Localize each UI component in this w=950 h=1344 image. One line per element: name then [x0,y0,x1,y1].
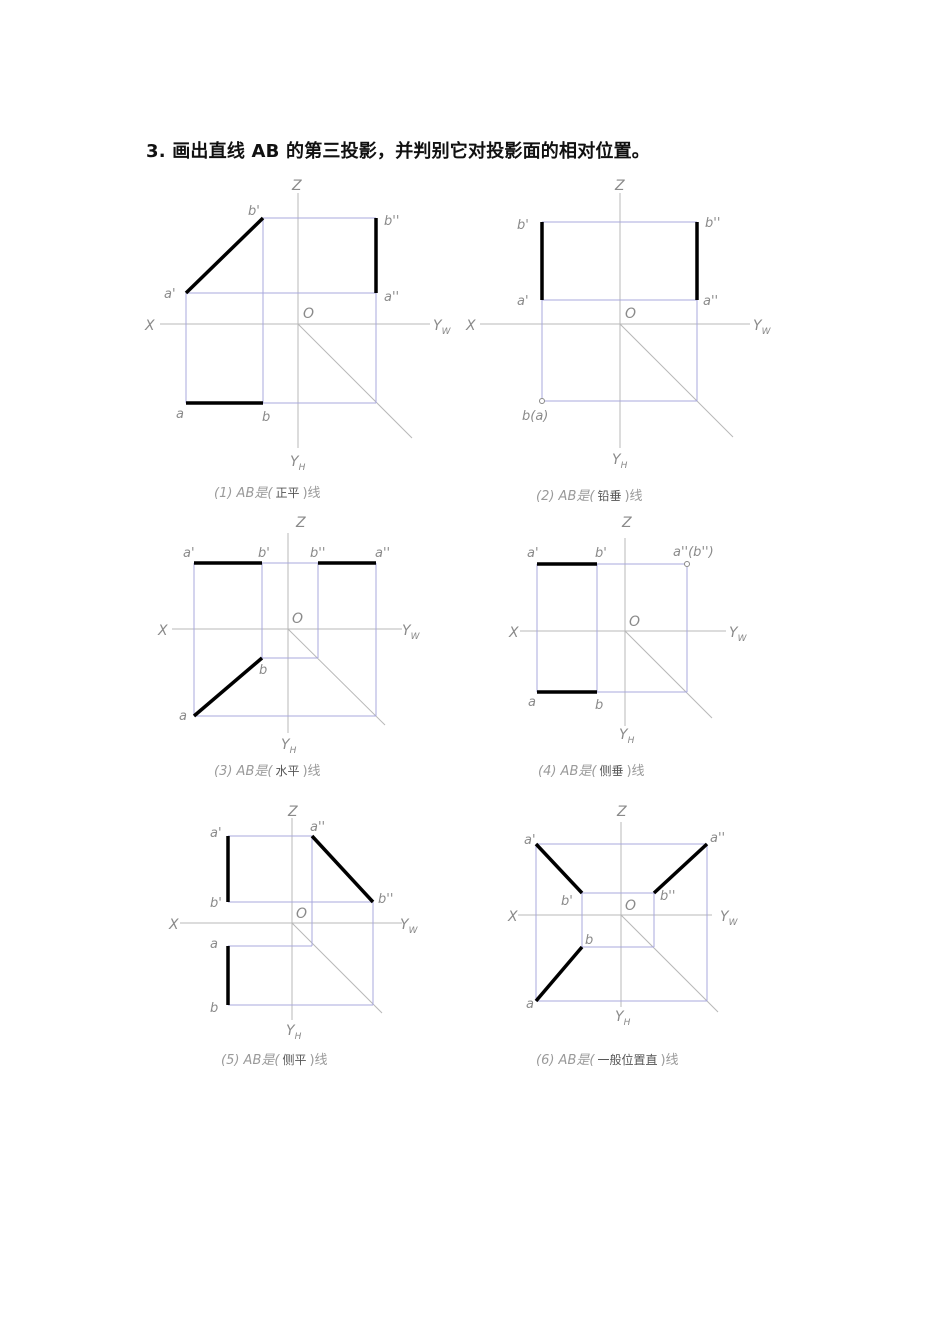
svg-text:Z: Z [295,515,306,531]
line-ab-top [192,656,264,718]
svg-text:b(a): b(a) [522,409,548,424]
caption-6: (6) AB是(一般位置直)线 [536,1052,679,1068]
svg-text:a: a [528,695,536,710]
svg-text:YW: YW [400,917,419,936]
svg-text:b: b [259,663,267,678]
svg-text:YW: YW [753,318,772,337]
caption-3: (3) AB是(水平)线 [214,764,321,779]
svg-text:X: X [144,318,155,334]
svg-text:YW: YW [402,623,421,642]
svg-text:O: O [625,898,636,914]
diagram-4: Z X YW O YH a' b' a''(b'') a b (4) AB是(侧… [508,515,748,779]
svg-text:YW: YW [729,625,748,644]
svg-text:O: O [296,906,307,922]
svg-text:YH: YH [619,727,635,746]
problem-title: 3. 画出直线 AB 的第三投影，并判别它对投影面的相对位置。 [146,141,651,162]
svg-text:O: O [629,614,640,630]
caption-4: (4) AB是(侧垂)线 [538,764,645,779]
svg-text:b': b' [258,546,270,561]
svg-text:a': a' [183,546,195,561]
svg-text:a': a' [524,833,536,848]
svg-text:a: a [176,407,184,422]
diagram-1: Z X YW O YH b' a' b'' a'' a b (1) AB是(正平… [144,178,452,501]
svg-text:YW: YW [433,318,452,337]
svg-text:YW: YW [720,909,739,928]
svg-text:b: b [210,1001,218,1016]
svg-text:O: O [625,306,636,322]
svg-text:a'': a'' [375,546,390,561]
svg-text:b: b [262,410,270,425]
svg-text:a': a' [164,287,176,302]
svg-text:a: a [210,937,218,952]
svg-text:YH: YH [290,454,306,473]
diagram-2: Z X YW O YH b' a' b'' a'' b(a) (2) AB是(铅… [465,178,772,504]
svg-text:YH: YH [612,452,628,471]
svg-text:a: a [179,709,187,724]
svg-text:b': b' [248,204,260,219]
svg-text:Z: Z [287,804,298,820]
line-ab-front [184,216,265,295]
svg-text:b'': b'' [705,216,720,231]
svg-text:a': a' [517,294,529,309]
svg-text:b'': b'' [378,892,393,907]
diagram-6: Z X YW O YH a' b' a'' b'' b a (6) AB是(一般… [507,804,739,1068]
svg-text:X: X [507,909,518,925]
svg-text:YH: YH [615,1009,631,1028]
svg-text:X: X [465,318,476,334]
svg-text:b'': b'' [660,889,675,904]
svg-text:X: X [157,623,168,639]
line-ab-side [652,842,709,895]
svg-text:b': b' [561,894,573,909]
svg-text:b': b' [595,546,607,561]
svg-text:a'': a'' [310,820,325,835]
svg-text:Z: Z [291,178,302,194]
diagram-3: Z X YW O YH a' b' b'' a'' b a (3) AB是(水平… [157,515,421,779]
svg-text:O: O [303,306,314,322]
svg-text:a': a' [527,546,539,561]
svg-text:b': b' [210,896,222,911]
svg-text:a'': a'' [703,294,718,309]
svg-text:b': b' [517,218,529,233]
svg-text:X: X [168,917,179,933]
svg-text:b: b [595,698,603,713]
svg-text:Z: Z [616,804,627,820]
svg-text:YH: YH [281,737,297,756]
line-ab-side [310,834,375,904]
caption-1: (1) AB是(正平)线 [214,486,321,501]
svg-text:b'': b'' [384,214,399,229]
svg-text:X: X [508,625,519,641]
line-ab-top [534,945,584,1003]
svg-text:b: b [585,933,593,948]
svg-text:a: a [526,997,534,1012]
svg-text:a'': a'' [384,290,399,305]
svg-text:a''(b''): a''(b'') [673,545,714,560]
svg-text:b'': b'' [310,546,325,561]
svg-text:O: O [292,611,303,627]
svg-text:a'': a'' [710,831,725,846]
line-ab-front [534,842,584,895]
svg-text:a': a' [210,826,222,841]
svg-text:Z: Z [621,515,632,531]
caption-5: (5) AB是(侧平)线 [221,1053,328,1068]
caption-2: (2) AB是(铅垂)线 [536,489,643,504]
svg-text:Z: Z [614,178,625,194]
diagram-5: Z X YW O YH a' b' a'' b'' a b (5) AB是(侧平… [168,804,419,1068]
svg-text:YH: YH [286,1023,302,1042]
